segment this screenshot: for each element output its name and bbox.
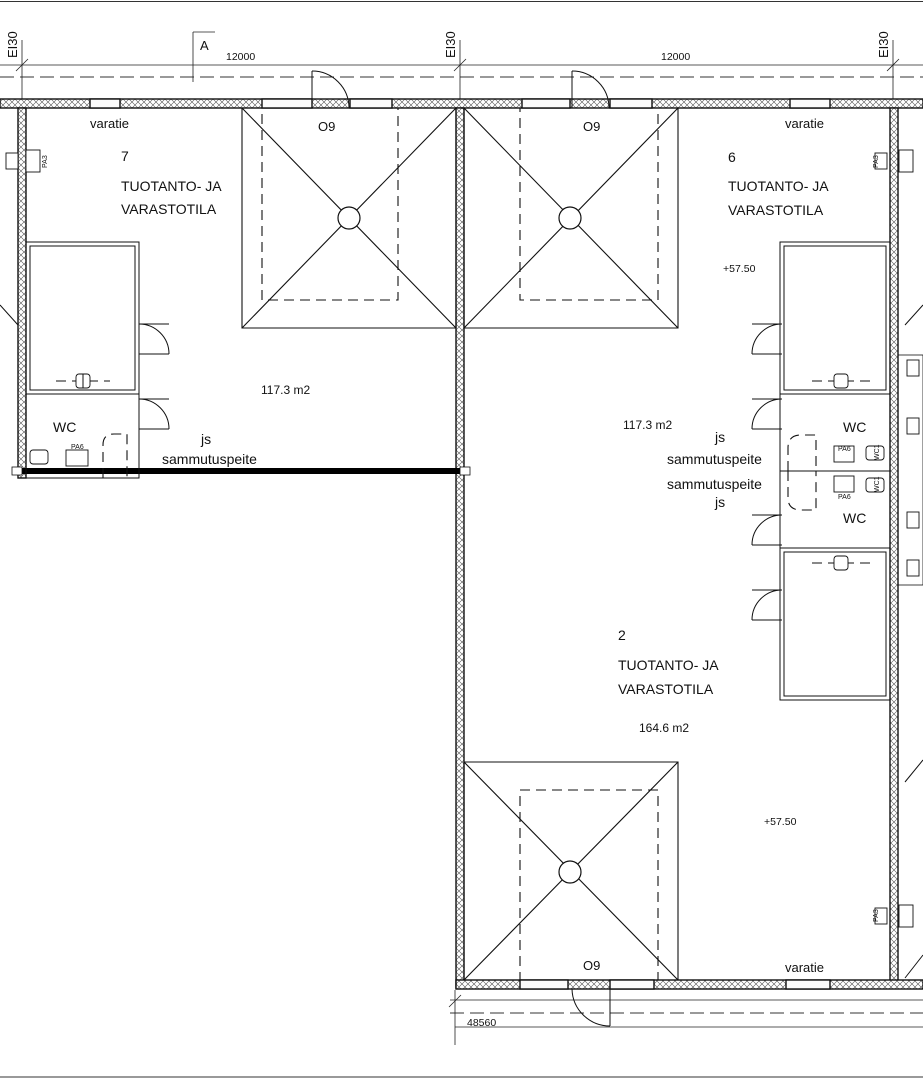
room-7-number: 7 xyxy=(121,148,129,164)
grid-label-middle: EI30 xyxy=(443,31,458,58)
hatch-code-bottom: O9 xyxy=(583,958,600,973)
wc-label-right-upper: WC xyxy=(843,419,866,435)
emergency-route-bottom: varatie xyxy=(785,960,824,975)
wc-label-left: WC xyxy=(53,419,76,435)
roof-hatch-left xyxy=(241,107,457,329)
room-7-area: 117.3 m2 xyxy=(261,383,310,397)
emergency-route-right: varatie xyxy=(785,116,824,131)
room-2-name-line2: VARASTOTILA xyxy=(618,681,714,697)
device-code-pa6-3: PA6 xyxy=(838,494,851,501)
service-rooms-left xyxy=(25,241,140,479)
dimension-total: 48560 xyxy=(467,1017,496,1029)
wc-code-2: WC1 xyxy=(874,476,881,492)
hatch-code-center: O9 xyxy=(583,119,600,134)
device-code-pa3-2: PA3 xyxy=(873,155,880,168)
room-2-name-line1: TUOTANTO- JA xyxy=(618,657,719,673)
device-code-pa6-2: PA6 xyxy=(838,446,851,453)
room-6-name-line1: TUOTANTO- JA xyxy=(728,178,829,194)
fire-blanket-label-right-lower: sammutuspeite xyxy=(667,476,762,492)
dimension-lines xyxy=(0,31,923,1045)
device-code-pa3-3: PA3 xyxy=(873,909,880,922)
wall-devices xyxy=(5,149,920,928)
room-2-number: 2 xyxy=(618,627,626,643)
fire-blanket-label-right-upper: sammutuspeite xyxy=(667,451,762,467)
wc-label-right-lower: WC xyxy=(843,510,866,526)
doors xyxy=(0,70,923,1027)
device-code-pa3-1: PA3 xyxy=(42,155,49,168)
room-2-area: 164.6 m2 xyxy=(639,721,689,735)
grid-label-right: EI30 xyxy=(876,31,891,58)
roof-hatch-bottom xyxy=(463,761,679,981)
wc-code-1: WC1 xyxy=(874,444,881,460)
service-rooms-right xyxy=(779,241,923,701)
device-code-pa6-1: PA6 xyxy=(71,444,84,451)
fire-blanket-js-right-upper: js xyxy=(714,429,725,445)
room-6-number: 6 xyxy=(728,149,736,165)
elevation-room-2: +57.50 xyxy=(764,816,797,828)
roof-hatch-center xyxy=(463,107,679,329)
hatch-code-left: O9 xyxy=(318,119,335,134)
room-6-name-line2: VARASTOTILA xyxy=(728,202,824,218)
room-7-name-line2: VARASTOTILA xyxy=(121,201,217,217)
dimension-left: 12000 xyxy=(226,51,255,63)
fire-blanket-label-left: sammutuspeite xyxy=(162,451,257,467)
emergency-route-left: varatie xyxy=(90,116,129,131)
elevation-room-6: +57.50 xyxy=(723,263,756,275)
grid-label-left: EI30 xyxy=(5,31,20,58)
section-marker: A xyxy=(200,38,209,53)
fire-blanket-js-right-lower: js xyxy=(714,494,725,510)
dimension-right: 12000 xyxy=(661,51,690,63)
room-7-name-line1: TUOTANTO- JA xyxy=(121,178,222,194)
walls xyxy=(0,98,923,990)
fire-blanket-js-left: js xyxy=(200,431,211,447)
room-6-area: 117.3 m2 xyxy=(623,418,672,432)
